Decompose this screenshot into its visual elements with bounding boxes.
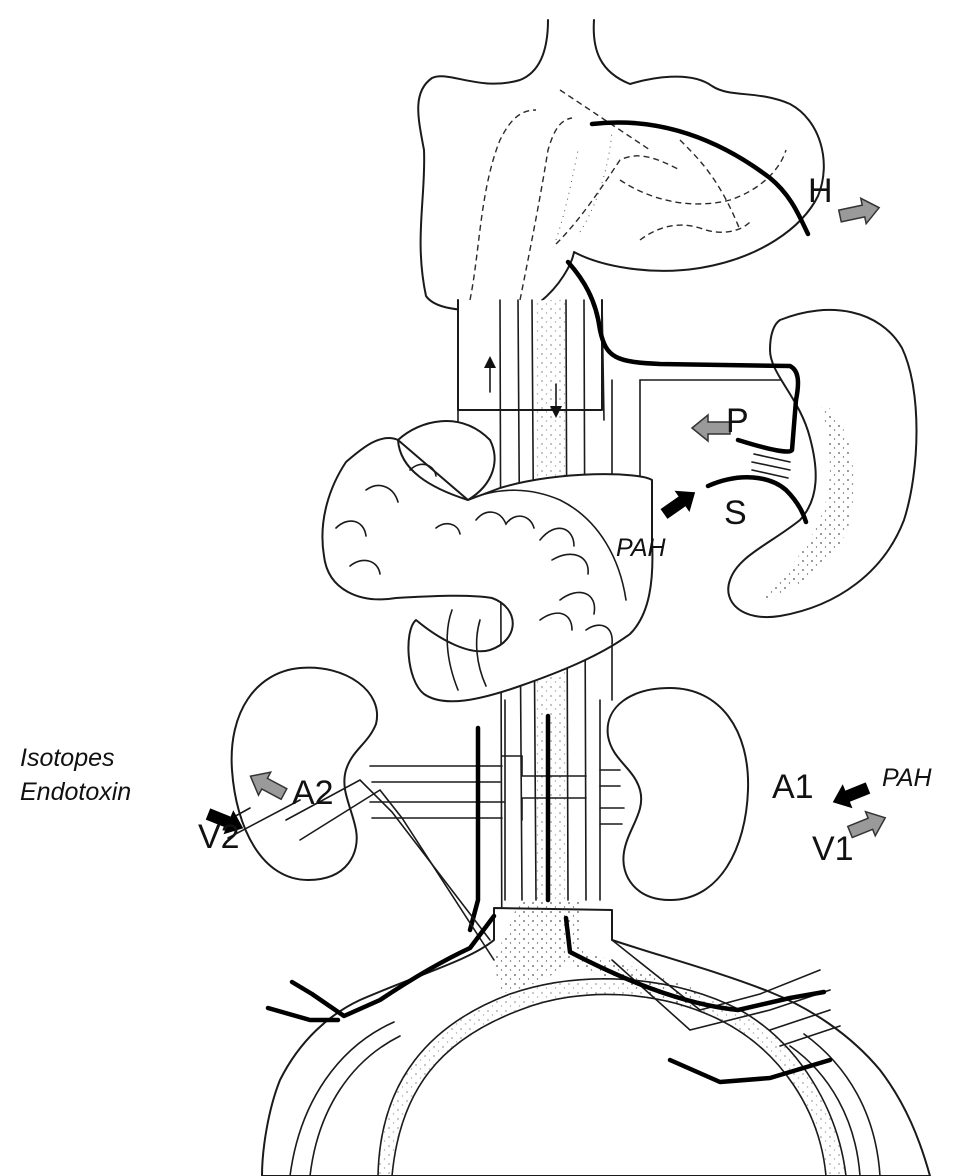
kidney-right <box>608 688 748 900</box>
label-A2: A2 <box>292 774 334 812</box>
label-PAH-portal: PAH <box>616 534 666 562</box>
label-S: S <box>724 494 747 532</box>
label-PAH-femoral: PAH <box>882 764 932 792</box>
label-endotoxin: Endotoxin <box>20 778 131 806</box>
label-H: H <box>808 172 833 210</box>
sampling-arrow-H <box>837 195 882 229</box>
liver <box>418 20 824 310</box>
label-P: P <box>726 402 749 440</box>
infusion-arrow-A1 <box>828 776 873 814</box>
aortic-catheter-left <box>470 728 478 930</box>
label-isotopes: Isotopes <box>20 744 115 772</box>
label-V2: V2 <box>198 818 240 856</box>
label-A1: A1 <box>772 768 814 806</box>
label-V1: V1 <box>812 830 854 868</box>
infusion-arrow-S <box>657 482 703 525</box>
sampling-arrow-P <box>692 415 730 441</box>
stomach-and-intestine <box>322 421 652 701</box>
splenic-catheter <box>708 477 806 522</box>
catheter-V2 <box>268 1008 338 1020</box>
